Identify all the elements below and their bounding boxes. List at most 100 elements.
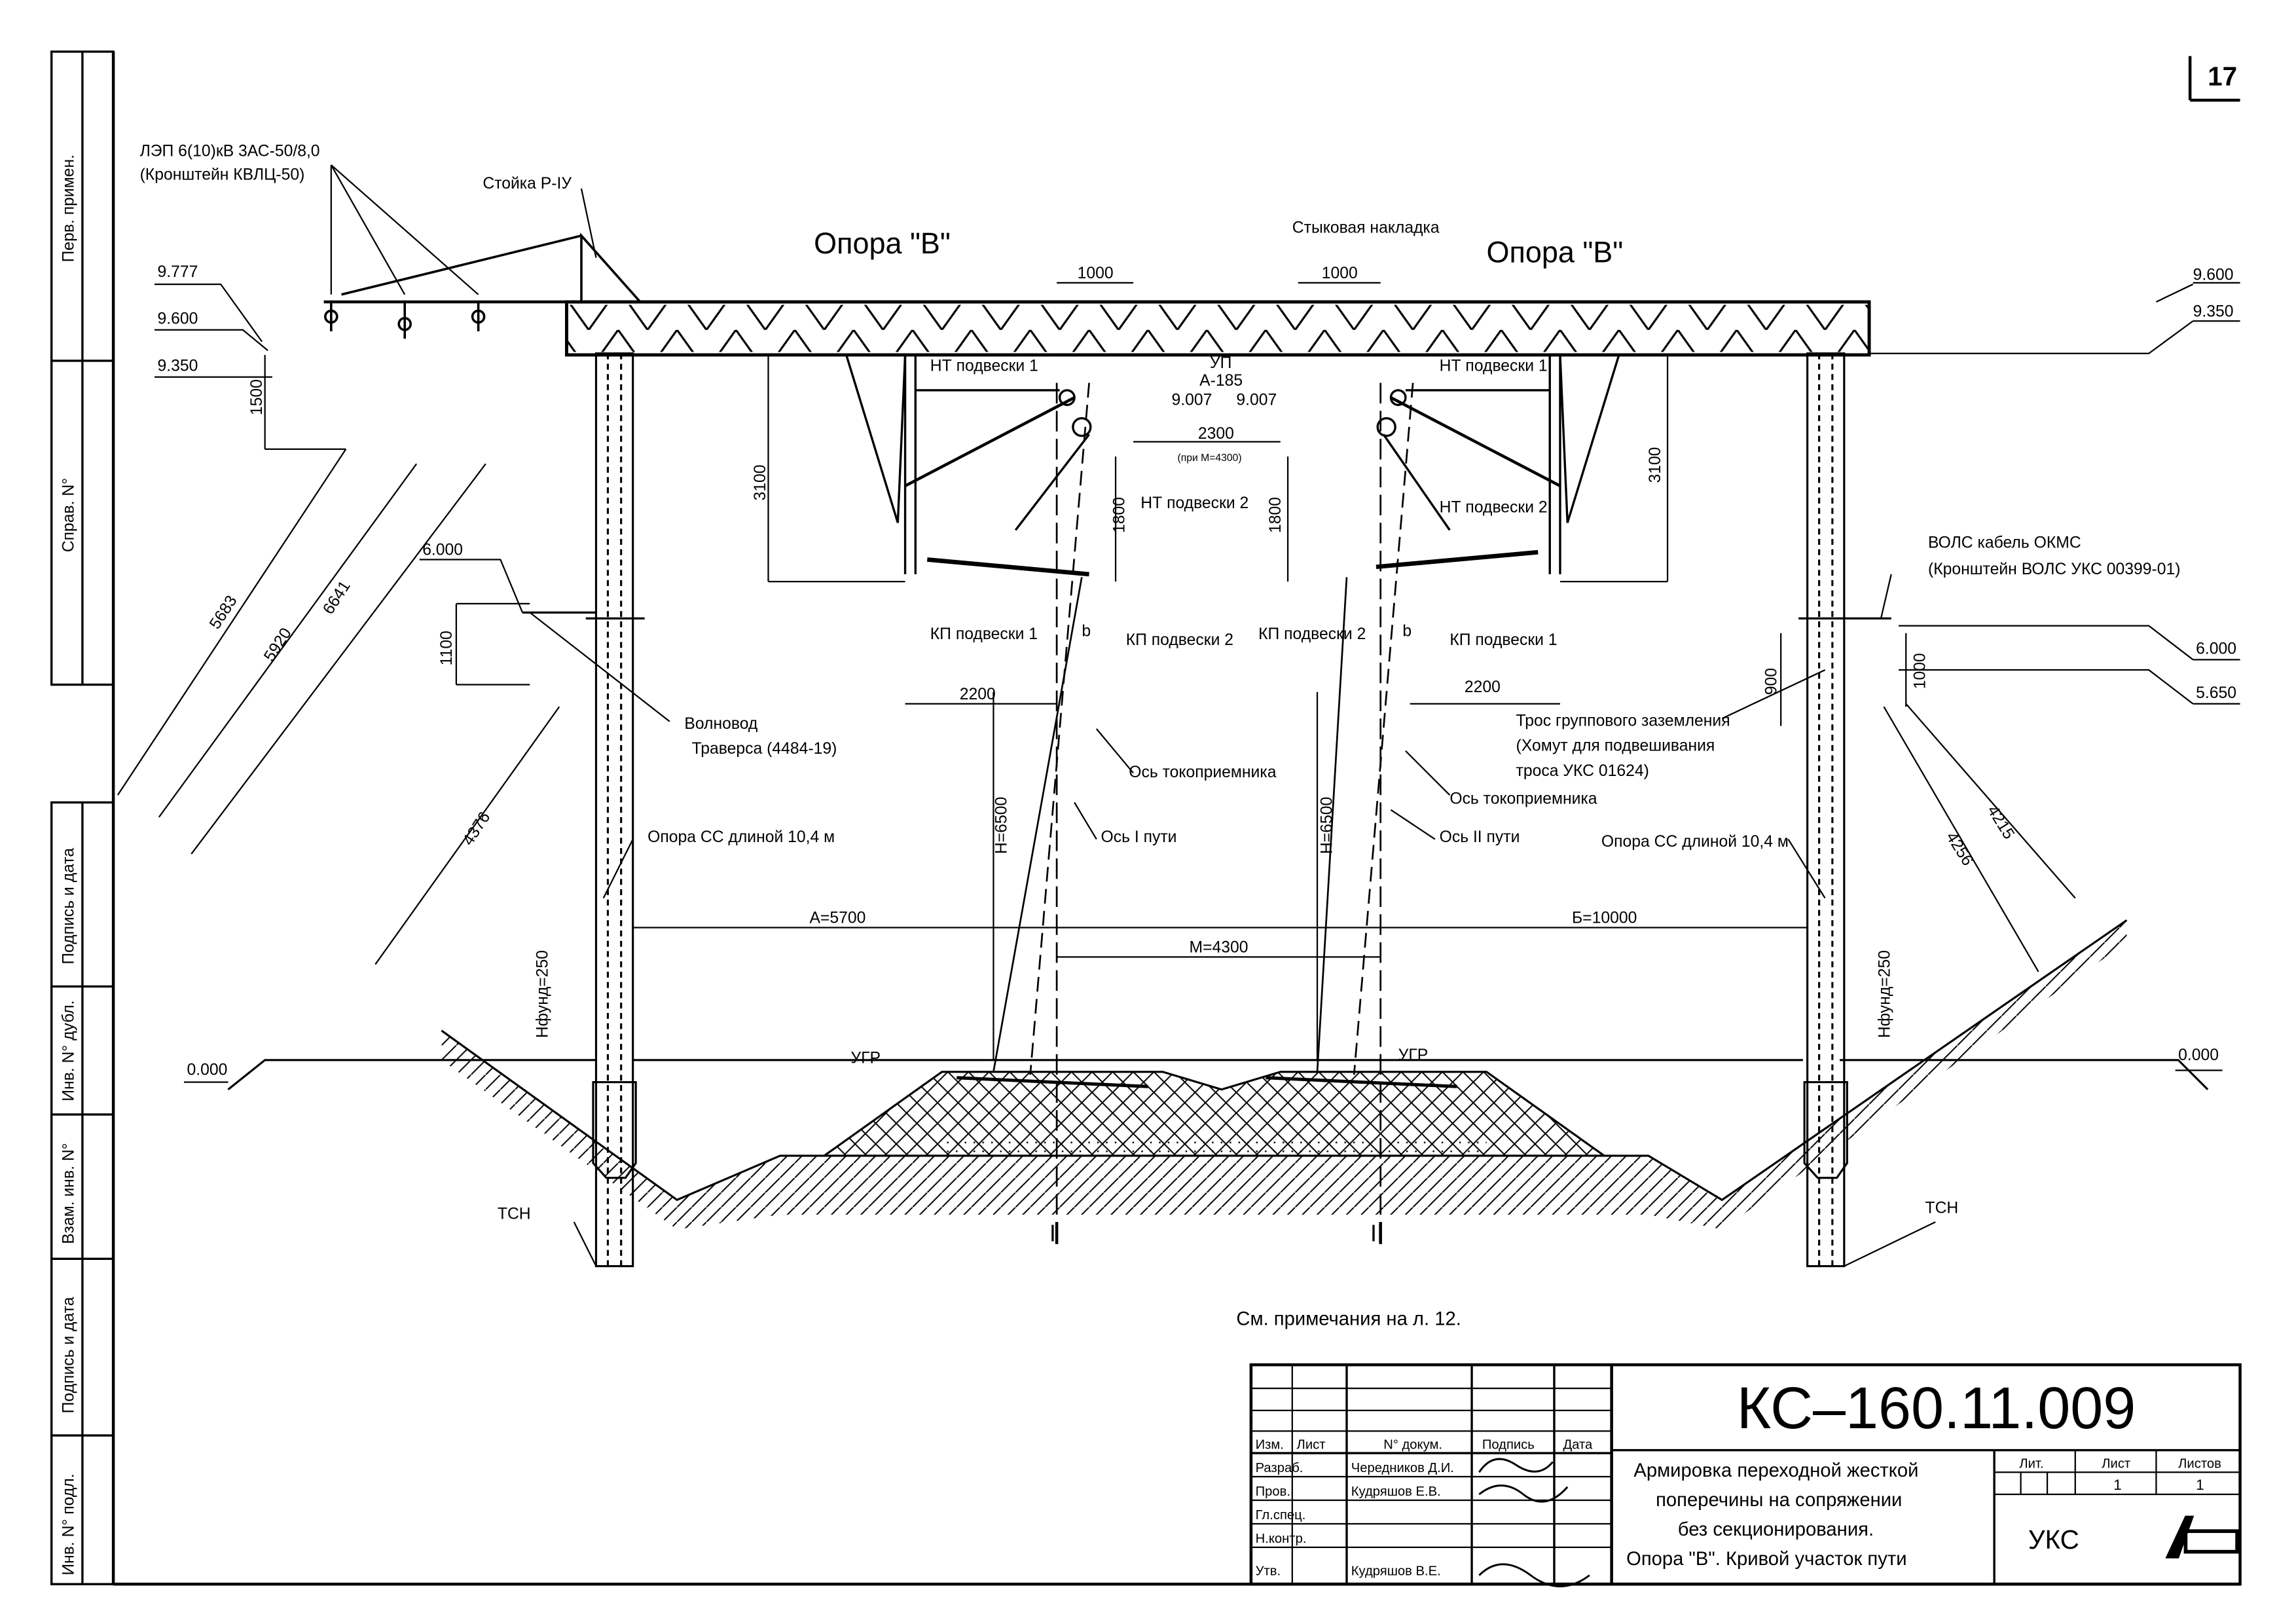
level-6000-right: 6.000	[2196, 640, 2236, 657]
dim-1000: 1000	[1911, 653, 1929, 689]
track1-label: I	[1049, 1219, 1056, 1246]
dim-hfund-left: Нфунд=250	[534, 950, 551, 1038]
dim-9007: 9.007	[1236, 391, 1277, 409]
level-9600-right: 9.600	[2193, 266, 2234, 284]
stamp-label: Подпись и дата	[60, 848, 77, 965]
col-header: Дата	[1563, 1437, 1593, 1452]
page-number: 17	[2208, 62, 2237, 92]
dim-5920: 5920	[261, 625, 295, 665]
sheet-frame	[50, 50, 2240, 1586]
post-label: Стойка Р-IУ	[483, 175, 572, 193]
pantograph-axis-label-right: Ось токоприемника	[1449, 790, 1597, 808]
level-0-right: 0.000	[2178, 1046, 2219, 1064]
stamp-label: Перв. примен.	[60, 155, 77, 262]
traverse-label: Траверса (4484-19)	[692, 740, 837, 758]
nt2-label-right: НТ подвески 2	[1440, 499, 1548, 517]
dim-2200: 2200	[960, 686, 996, 703]
lit-label: Лит.	[2019, 1457, 2043, 1471]
sheets-label: Листов	[2178, 1457, 2221, 1471]
level-9777: 9.777	[158, 263, 198, 281]
pantograph-axis-label-left: Ось токоприемника	[1129, 764, 1276, 781]
ground-clamp-label-1: (Хомут для подвешивания	[1516, 737, 1715, 755]
pole-right	[1798, 352, 1891, 1268]
waveguide-label: Волновод	[684, 715, 757, 733]
nt2-label-left: НТ подвески 2	[1140, 494, 1248, 512]
axes	[993, 382, 1414, 1244]
row-name: Чередников Д.И.	[1351, 1461, 1454, 1475]
dim-1800: 1800	[1267, 497, 1285, 533]
row-role: Гл.спец.	[1256, 1508, 1306, 1522]
b-mark-right: b	[1402, 622, 1412, 640]
side-stamp-labels: Перв. примен. Справ. N° Подпись и дата И…	[60, 155, 77, 1576]
dim-4215: 4215	[1984, 802, 2018, 842]
drawing-title-line: поперечины на сопряжении	[1656, 1490, 1902, 1511]
power-line-post	[324, 232, 642, 339]
dimension-lines	[117, 282, 2076, 1060]
row-name: Кудряшов Е.В.	[1351, 1485, 1441, 1499]
leader-lines	[330, 164, 1936, 1267]
title-block	[1249, 1363, 2242, 1587]
stamp-label: Инв. N° дубл.	[60, 1000, 77, 1101]
nt1-label-left: НТ подвески 1	[930, 358, 1038, 375]
dim-1500: 1500	[248, 379, 266, 415]
crossbeam-truss	[323, 300, 1871, 357]
row-name: Кудряшов В.Е.	[1351, 1564, 1441, 1579]
level-9350-left: 9.350	[158, 358, 198, 375]
dim-hfund-right: Нфунд=250	[1876, 950, 1894, 1038]
ground-cable-label: Трос группового заземления	[1516, 712, 1730, 729]
stamp-label: Справ. N°	[60, 478, 77, 552]
sheet-label: Лист	[2102, 1457, 2130, 1471]
dim-h6500: H=6500	[993, 797, 1011, 854]
dim-2300-note: (при М=4300)	[1177, 452, 1241, 464]
drawing-code: КС–160.11.009	[1737, 1376, 2136, 1441]
nt1-label-right: НТ подвески 1	[1440, 358, 1548, 375]
row-role: Пров.	[1256, 1485, 1290, 1499]
col-header: N° докум.	[1383, 1437, 1442, 1452]
title-block-text: КС–160.11.009 Армировка переходной жестк…	[1256, 1376, 2239, 1579]
dimension-values: 1000 1000 9.007 9.007 2300 (при М=4300) …	[206, 265, 2018, 1038]
fiber-bracket-label: (Кронштейн ВОЛС УКС 00399-01)	[1928, 561, 2181, 578]
power-line-label: ЛЭП 6(10)кВ 3АС-50/8,0	[140, 142, 320, 160]
level-9600-left: 9.600	[158, 310, 198, 328]
level-0-left: 0.000	[187, 1061, 228, 1079]
support-label-right: Опора "В"	[1487, 235, 1624, 268]
b-mark-left: b	[1082, 622, 1091, 640]
row-role: Утв.	[1256, 1564, 1281, 1579]
org-logo	[2165, 1515, 2239, 1559]
dim-1000: 1000	[1078, 265, 1114, 282]
pole-label-right: Опора СС длиной 10,4 м	[1601, 833, 1789, 851]
drawing-title-line: без секционирования.	[1678, 1519, 1874, 1540]
ugr-label-right: УГР	[1398, 1046, 1429, 1064]
dim-2300: 2300	[1198, 425, 1234, 443]
row-role: Н.контр.	[1256, 1532, 1307, 1546]
joint-plate-label: Стыковая накладка	[1292, 219, 1440, 236]
dim-1100: 1100	[438, 631, 456, 665]
row-role: Разраб.	[1256, 1461, 1303, 1475]
dim-b10000: Б=10000	[1572, 910, 1637, 927]
cantilever-left	[845, 354, 1092, 577]
sheet-value: 1	[2113, 1477, 2122, 1493]
dim-1000: 1000	[1322, 265, 1358, 282]
col-header: Лист	[1297, 1437, 1326, 1452]
dim-4376: 4376	[460, 809, 494, 849]
pole-label-left: Опора СС длиной 10,4 м	[647, 828, 835, 846]
stamp-label: Взам. инв. N°	[60, 1143, 77, 1244]
labels: Опора "В" Опора "В" ЛЭП 6(10)кВ 3АС-50/8…	[140, 142, 2181, 1329]
kp1-label-right: КП подвески 1	[1449, 631, 1557, 649]
level-9350-right: 9.350	[2193, 303, 2234, 321]
dim-2200: 2200	[1465, 678, 1501, 696]
track2-label: II	[1370, 1219, 1383, 1246]
level-lines	[155, 282, 2240, 1083]
col-header: Изм.	[1256, 1437, 1284, 1452]
signature	[1478, 1458, 1590, 1587]
track1-axis-label: Ось I пути	[1101, 828, 1177, 846]
ugr-label-left: УГР	[850, 1049, 881, 1067]
dim-9007: 9.007	[1171, 391, 1212, 409]
level-values: 9.777 9.600 9.350 9.600 9.350 6.000 6.00…	[158, 263, 2236, 1079]
tsn-label-right: ТСН	[1925, 1200, 1958, 1217]
stamp-label: Подпись и дата	[60, 1297, 77, 1413]
stamp-label: Инв. N° подл.	[60, 1473, 77, 1575]
dim-1800: 1800	[1111, 497, 1129, 533]
support-label-left: Опора "В"	[814, 227, 951, 260]
